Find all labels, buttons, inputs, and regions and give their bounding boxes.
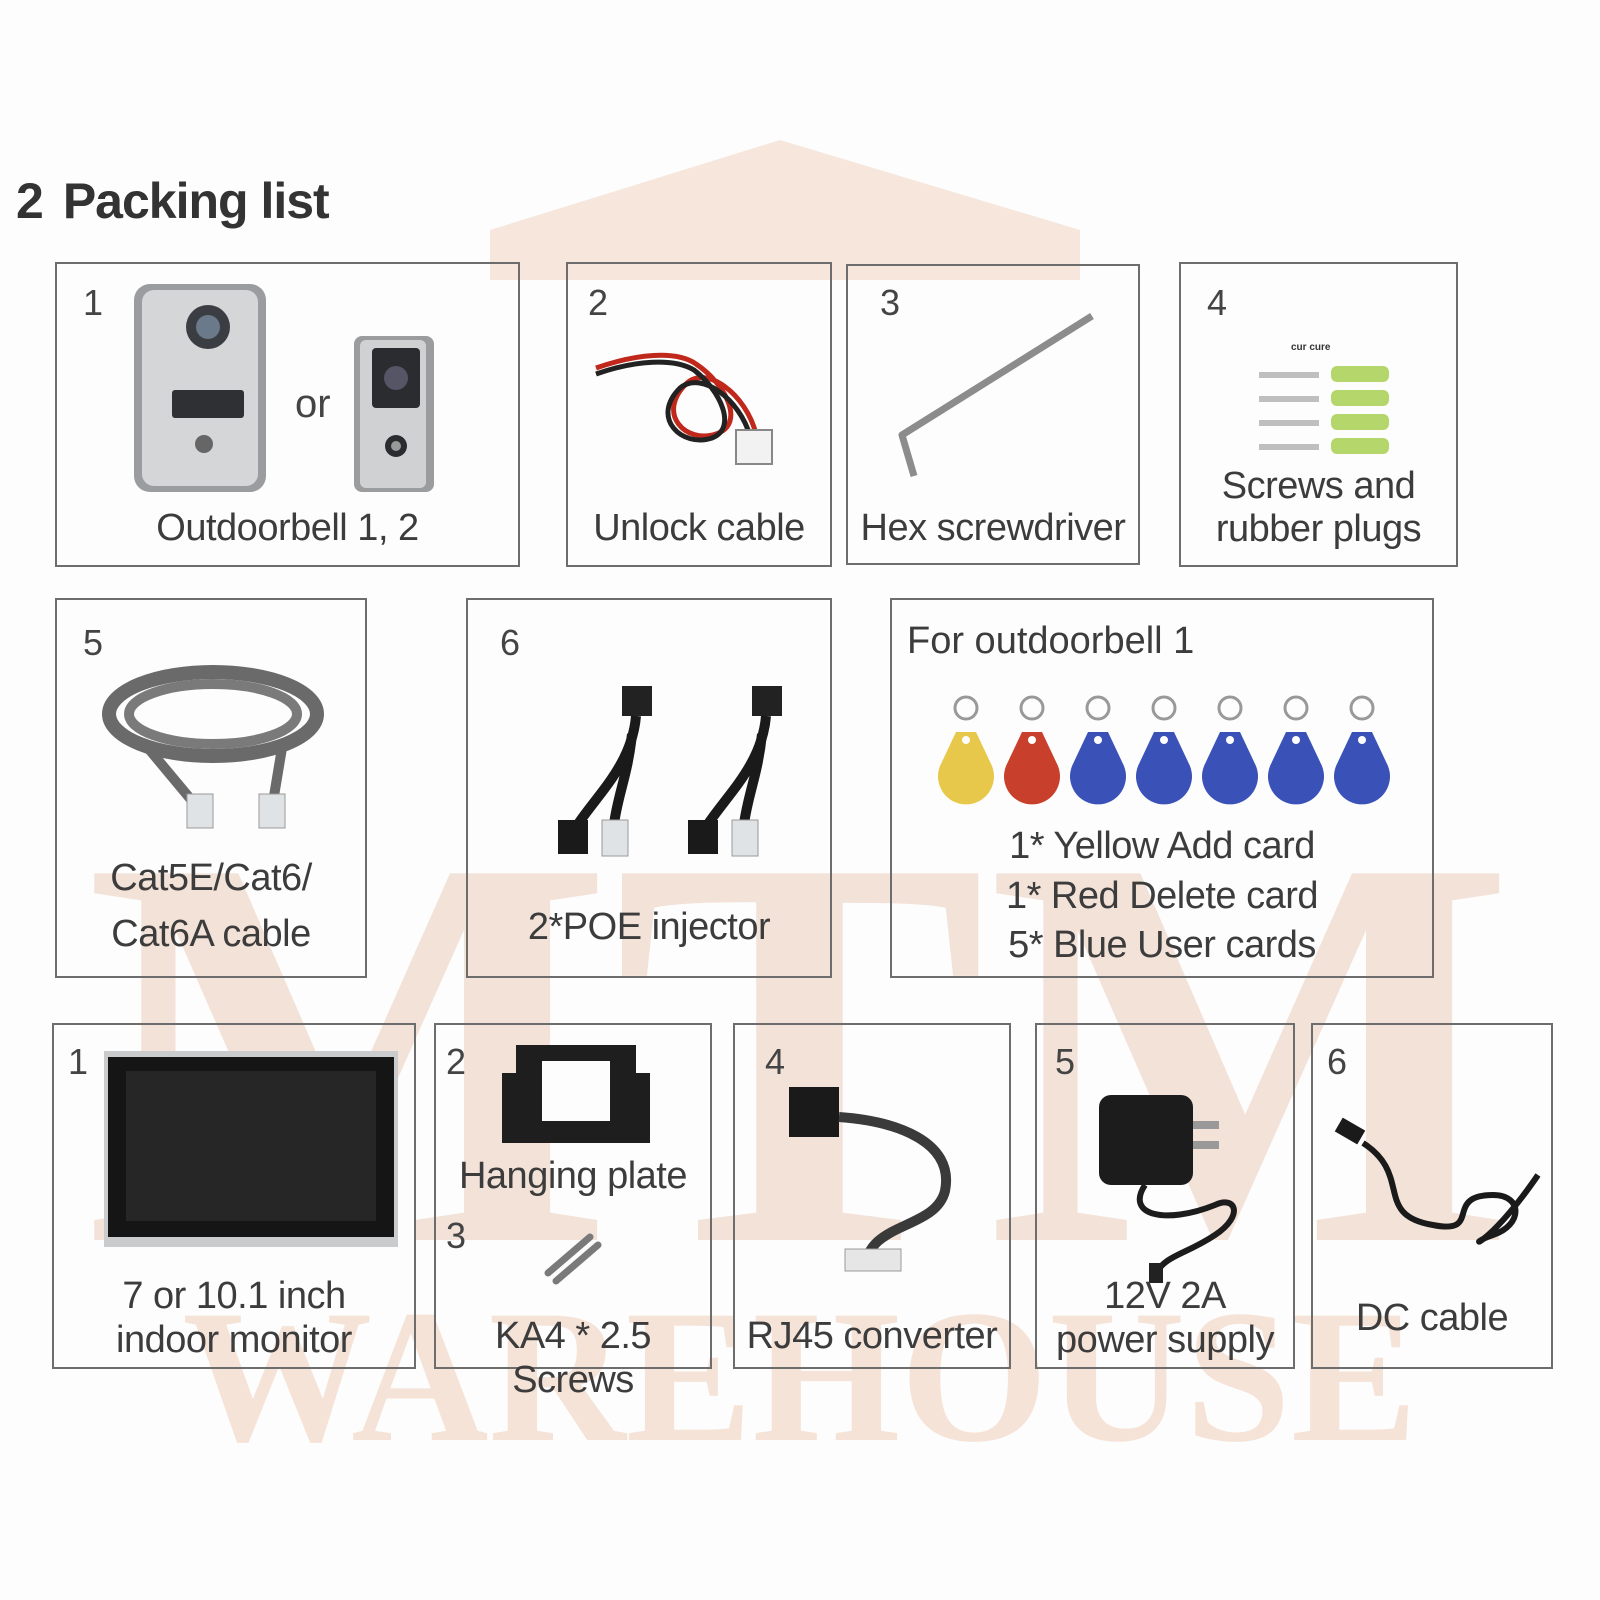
package-tag: cur cure <box>1291 342 1331 353</box>
item-label: 2*POE injector <box>527 906 771 948</box>
indoor-monitor-image <box>104 1051 398 1247</box>
outdoorbell-1-image <box>134 284 266 492</box>
item-number: 6 <box>1327 1041 1348 1082</box>
item-label: Outdoorbell 1, 2 <box>156 507 419 549</box>
rj45-converter-image <box>789 1087 952 1272</box>
item-number: 5 <box>1055 1041 1076 1082</box>
cards-header: For outdoorbell 1 <box>907 620 1195 662</box>
screws-plugs-image: cur cure <box>1259 342 1389 454</box>
item-number: 1 <box>83 282 104 323</box>
item-screws-plugs: 4 cur cure Screws and rubber plugs <box>1179 262 1458 567</box>
or-label: or <box>295 382 331 426</box>
watermark-subtext: WAREHOUSE <box>182 1272 1417 1482</box>
item-number: 2 <box>446 1041 467 1082</box>
item-label-line1: Screws and <box>1221 465 1416 507</box>
rfid-card-blue <box>1070 695 1126 805</box>
item-label-line1: 7 or 10.1 inch <box>122 1275 346 1317</box>
item-number: 4 <box>1207 282 1228 323</box>
item-label: Unlock cable <box>593 507 805 549</box>
rfid-cards-image <box>938 695 1390 805</box>
hanging-plate-image <box>502 1045 650 1143</box>
item-label-line2: indoor monitor <box>116 1319 352 1361</box>
item-label: Hex screwdriver <box>860 507 1126 549</box>
poe-injector-image <box>558 686 782 857</box>
item-number: 6 <box>500 622 521 663</box>
dc-cable-image <box>1334 1117 1541 1245</box>
screws-label: KA4 * 2.5 Screws <box>494 1315 652 1401</box>
item-dc-cable: 6 DC cable <box>1311 1023 1553 1369</box>
cat-cable-image <box>102 665 324 829</box>
item-poe-injector: 6 2*POE injector <box>466 598 832 978</box>
hanging-plate-label: Hanging plate <box>458 1155 688 1197</box>
cards-line2: 1* Red Delete card <box>1005 875 1319 917</box>
rfid-card-blue <box>1334 695 1390 805</box>
item-label-line1: 12V 2A <box>1104 1275 1226 1317</box>
item-outdoorbell: 1 or Outdoorbell 1, 2 <box>55 262 520 567</box>
screws-image <box>544 1233 602 1285</box>
item-number: 4 <box>765 1041 786 1082</box>
item-rj45-converter: 4 RJ45 converter <box>733 1023 1011 1369</box>
item-number: 5 <box>83 622 104 663</box>
item-hanging-plate: 2 Hanging plate 3 KA4 * 2.5 Screws <box>434 1023 712 1401</box>
item-rfid-cards: For outdoorbell 1 1* Yellow Add card 1* … <box>890 598 1434 978</box>
rfid-card-blue <box>1202 695 1258 805</box>
item-power-supply: 5 12V 2A power supply <box>1035 1023 1295 1369</box>
item-label-line2: Cat6A cable <box>111 913 311 955</box>
rfid-card-yellow <box>938 695 994 805</box>
section-number: 2 <box>16 173 44 229</box>
item-label-line1: Cat5E/Cat6/ <box>110 857 312 899</box>
item-label: DC cable <box>1355 1297 1509 1339</box>
cards-line3: 5* Blue User cards <box>1008 924 1316 966</box>
item-number: 3 <box>880 282 901 323</box>
section-title: Packing list <box>62 173 330 229</box>
hex-screwdriver-image <box>898 313 1094 477</box>
item-hex-screwdriver: 3 Hex screwdriver <box>846 264 1140 565</box>
item-unlock-cable: 2 Unlock cable <box>566 262 832 567</box>
rfid-card-blue <box>1136 695 1192 805</box>
cards-line1: 1* Yellow Add card <box>1009 825 1315 867</box>
unlock-cable-image <box>595 352 773 465</box>
power-supply-image <box>1099 1095 1237 1283</box>
rfid-card-blue <box>1268 695 1324 805</box>
rfid-card-red <box>1004 695 1060 805</box>
item-label-line2: power supply <box>1056 1319 1274 1361</box>
outdoorbell-2-image <box>354 336 434 492</box>
item-label: RJ45 converter <box>746 1315 998 1357</box>
item-indoor-monitor: 1 7 or 10.1 inch indoor monitor <box>52 1023 416 1369</box>
page-title: 2 Packing list <box>16 172 330 230</box>
item-number-3: 3 <box>446 1215 467 1256</box>
item-cat-cable: 5 Cat5E/Cat6/ Cat6A cable <box>55 598 367 978</box>
item-number: 1 <box>68 1041 89 1082</box>
item-number: 2 <box>588 282 609 323</box>
item-label-line2: rubber plugs <box>1215 508 1422 550</box>
